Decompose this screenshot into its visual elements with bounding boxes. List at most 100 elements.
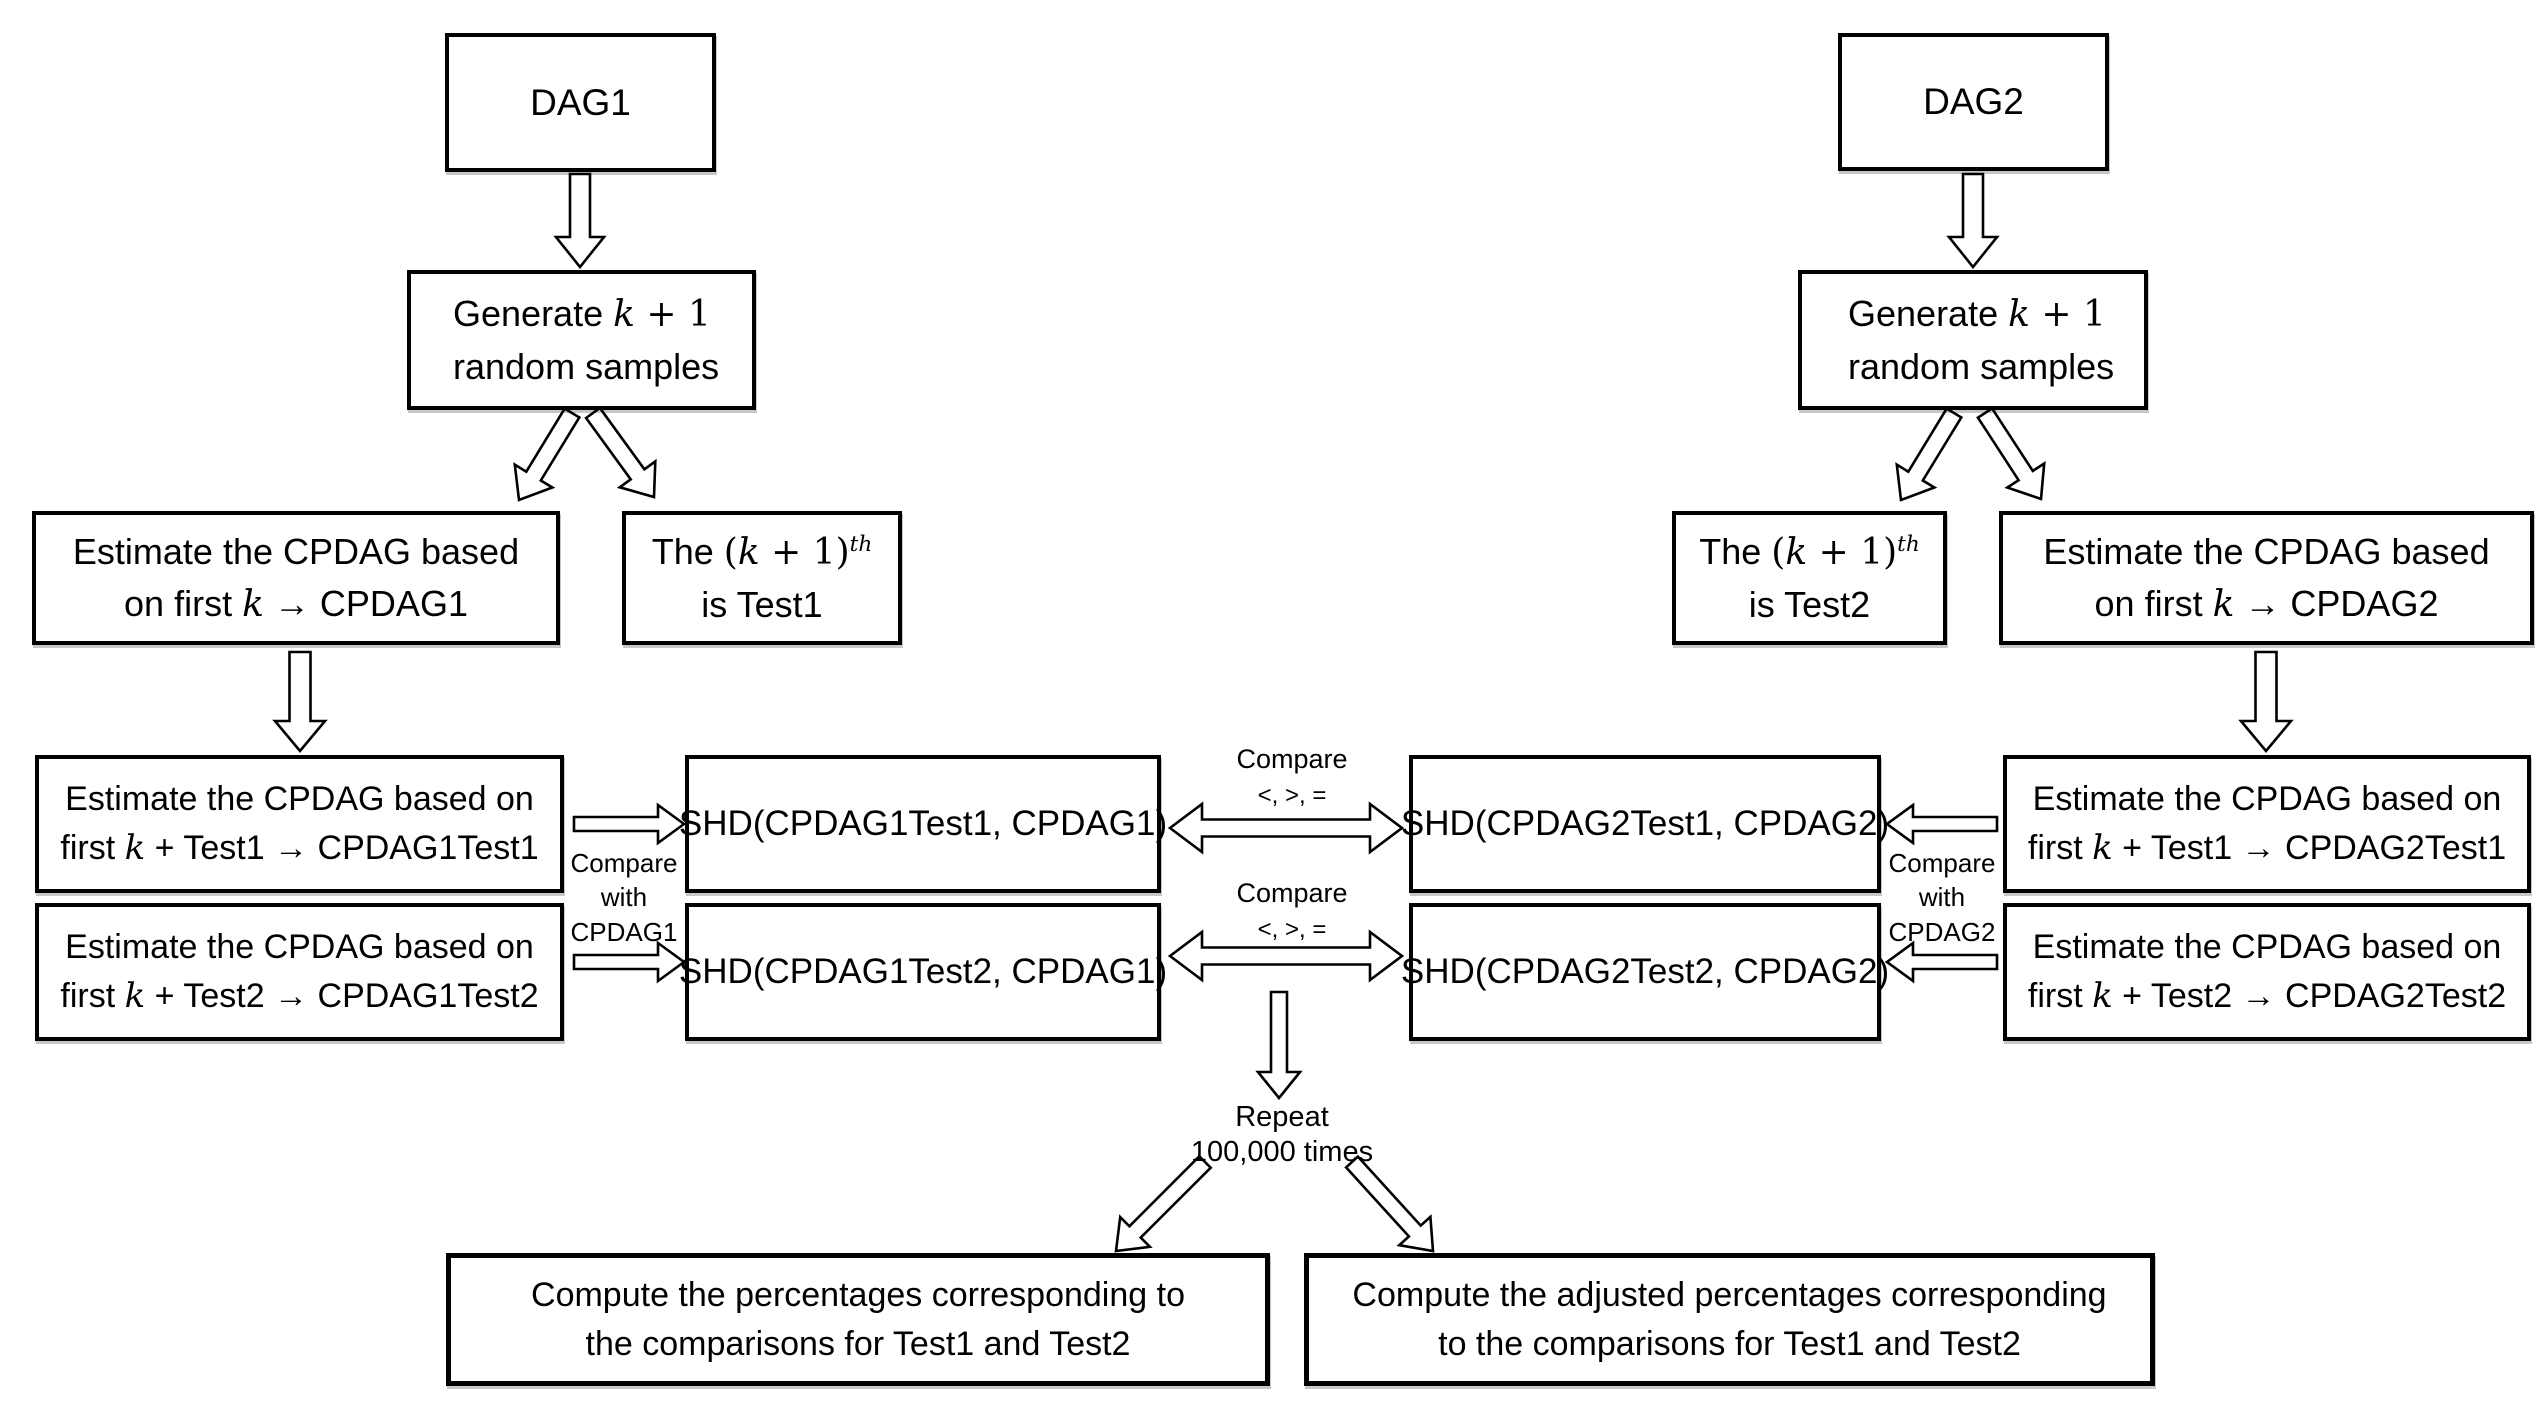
test1-the: The [651, 530, 724, 572]
compare-top-text: Compare [1236, 744, 1348, 774]
node-generate-samples-1: Generate k + 1 random samples [407, 270, 756, 410]
generate1-line1: Generate k + 1 [453, 288, 711, 341]
test1-line1: The (k + 1)th [652, 526, 873, 579]
arrow-dag1-to-generate1 [553, 172, 607, 270]
test2-k: k [1785, 531, 1808, 573]
e21-plus-test: + Test1 [2112, 829, 2233, 867]
shd21-label: SHD(CPDAG2Test1, CPDAG2) [1400, 803, 1890, 843]
node-dag2: DAG2 [1838, 33, 2109, 171]
arrow-cpdag2-down [2238, 650, 2294, 754]
e22-line1: Estimate the CPDAG based on [2032, 928, 2502, 967]
estimate-cpdag2-text: on first [2094, 582, 2213, 624]
right-arrow-glyph: → [264, 977, 318, 1015]
generate2-plus1: + 1 [2029, 293, 2106, 335]
e22-result: CPDAG2Test2 [2285, 977, 2507, 1015]
estimate-cpdag1-line1: Estimate the CPDAG based [72, 530, 520, 572]
label-compare-with-cpdag1: Compare with CPDAG1 [539, 846, 709, 949]
e12-line1: Estimate the CPDAG based on [65, 928, 534, 967]
e12-line2: first k + Test2 → CPDAG1Test2 [60, 972, 538, 1021]
compute-right-line2: to the comparisons for Test1 and Test2 [1438, 1324, 2021, 1363]
node-estimate-cpdag2test2: Estimate the CPDAG based on first k + Te… [2003, 903, 2531, 1041]
generate2-line1: Generate k + 1 [1848, 288, 2106, 341]
e22-plus-test: + Test2 [2112, 977, 2233, 1015]
compute-right-line1: Compute the adjusted percentages corresp… [1352, 1275, 2107, 1314]
compute-left-line1: Compute the percentages corresponding to [531, 1275, 1185, 1314]
node-estimate-cpdag2: Estimate the CPDAG based on first k → CP… [1999, 511, 2534, 645]
test2-line2: is Test2 [1748, 583, 1871, 625]
estimate-cpdag2-line1: Estimate the CPDAG based [2043, 530, 2490, 572]
compare-bottom-symbols: <, >, = [1257, 916, 1327, 943]
arrow-generate1-split-left [513, 406, 582, 502]
estimate-cpdag1-text: on first [124, 582, 243, 624]
label-repeat: Repeat 100,000 times [1142, 1100, 1422, 1170]
cw2-line3: CPDAG2 [1888, 916, 1996, 947]
node-shd-cpdag1test1: SHD(CPDAG1Test1, CPDAG1) [679, 755, 1167, 893]
estimate-cpdag2-line2: on first k → CPDAG2 [2095, 578, 2439, 631]
e22-first: first [2027, 977, 2093, 1015]
e22-line2: first k + Test2 → CPDAG2Test2 [2028, 972, 2506, 1021]
node-shd-cpdag2test1: SHD(CPDAG2Test1, CPDAG2) [1401, 755, 1889, 893]
arrow-generate1-split-right [584, 406, 657, 499]
estimate-cpdag2-result: CPDAG2 [2290, 582, 2439, 624]
compute-left-line2: the comparisons for Test1 and Test2 [585, 1324, 1131, 1363]
node-test2: The (k + 1)th is Test2 [1672, 511, 1947, 645]
generate1-k: k [613, 293, 635, 335]
e11-result: CPDAG1Test1 [317, 829, 539, 867]
compare-top-symbols: <, >, = [1257, 782, 1327, 809]
label-compare-top: Compare <, >, = [1182, 746, 1402, 808]
arrow-compare-double-top [1167, 801, 1405, 855]
arrow-compare1-right-top [572, 802, 687, 846]
estimate-cpdag1-k: k [242, 583, 264, 625]
test1-plus1: + 1) [759, 531, 850, 573]
estimate-cpdag1-result: CPDAG1 [319, 582, 468, 624]
e21-line2: first k + Test1 → CPDAG2Test1 [2028, 824, 2506, 873]
arrow-compare2-left-top [1884, 802, 1999, 846]
estimate-cpdag1-line2: on first k → CPDAG1 [124, 578, 468, 631]
arrow-repeat-down [1255, 990, 1303, 1101]
node-dag1: DAG1 [445, 33, 716, 172]
node-shd-cpdag1test2: SHD(CPDAG1Test2, CPDAG1) [679, 903, 1167, 1041]
arrow-repeat-split-right [1344, 1154, 1435, 1253]
cw1-line3: CPDAG1 [570, 916, 678, 947]
right-arrow-glyph: → [2234, 582, 2291, 624]
node-dag1-label: DAG1 [530, 81, 631, 123]
generate2-text: Generate [1848, 292, 2009, 334]
generate2-k: k [2008, 293, 2030, 335]
e12-plus-test: + Test2 [145, 977, 265, 1015]
estimate-cpdag2-k: k [2212, 583, 2235, 625]
shd12-label: SHD(CPDAG1Test2, CPDAG1) [678, 951, 1168, 991]
generate1-text: Generate [453, 292, 614, 334]
arrow-repeat-split-left [1114, 1154, 1213, 1253]
arrow-compare2-left-bottom [1884, 940, 1999, 984]
e21-first: first [2027, 829, 2093, 867]
node-estimate-cpdag1: Estimate the CPDAG based on first k → CP… [32, 511, 560, 645]
compare-bottom-text: Compare [1236, 878, 1348, 908]
generate1-plus1: + 1 [634, 293, 711, 335]
e11-line2: first k + Test1 → CPDAG1Test1 [60, 824, 538, 873]
test2-line1: The (k + 1)th [1699, 526, 1920, 579]
right-arrow-glyph: → [263, 582, 320, 624]
label-compare-with-cpdag2: Compare with CPDAG2 [1857, 846, 2027, 949]
test1-line2: is Test1 [701, 583, 823, 625]
test2-the: The [1699, 530, 1772, 572]
e21-k: k [2092, 828, 2113, 868]
node-dag2-label: DAG2 [1923, 81, 2024, 123]
right-arrow-glyph: → [264, 829, 318, 867]
arrow-compare-double-bottom [1167, 929, 1405, 983]
e11-k: k [124, 828, 146, 868]
test1-k: k [737, 531, 760, 573]
shd22-label: SHD(CPDAG2Test2, CPDAG2) [1400, 951, 1890, 991]
e11-first: first [60, 829, 125, 867]
test1-paren: ( [723, 531, 738, 573]
repeat-line2: 100,000 times [1190, 1135, 1374, 1168]
cw2-line1: Compare [1888, 848, 1996, 878]
e21-line1: Estimate the CPDAG based on [2032, 780, 2502, 819]
right-arrow-glyph: → [2232, 977, 2286, 1015]
node-compute-percentages: Compute the percentages corresponding to… [446, 1253, 1270, 1386]
right-arrow-glyph: → [2232, 829, 2286, 867]
arrow-cpdag1-down [272, 650, 328, 754]
cw1-line1: Compare [570, 848, 678, 878]
node-compute-adjusted-percentages: Compute the adjusted percentages corresp… [1304, 1253, 2155, 1386]
